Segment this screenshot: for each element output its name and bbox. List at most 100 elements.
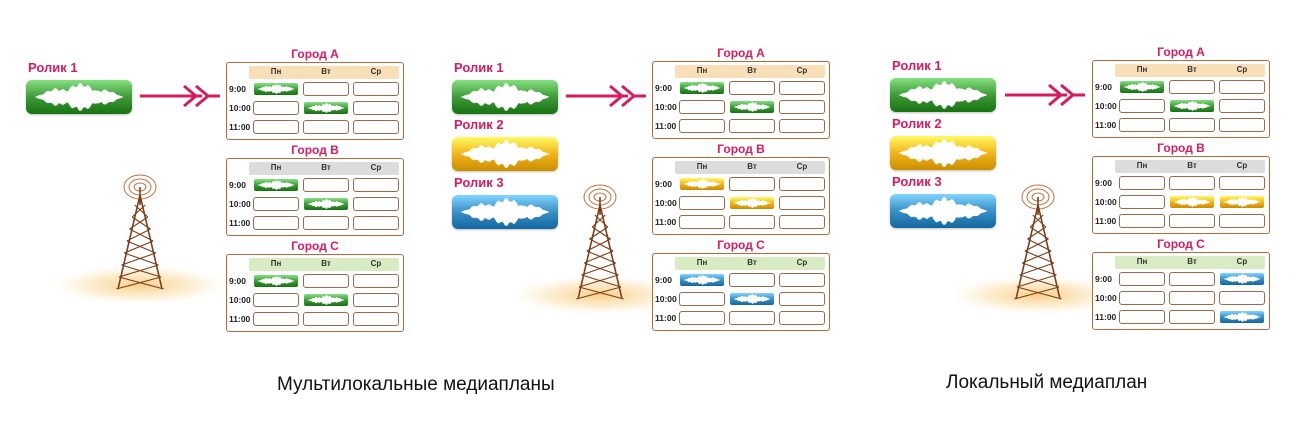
audio-spot-blue [890,194,996,228]
spot-label: Ролик 3 [892,174,942,189]
day-label: Пн [696,258,708,267]
schedule-cell [679,119,725,133]
time-label: 9:00 [1095,178,1113,188]
schedule-cell [679,215,725,229]
time-label: 11:00 [655,217,677,227]
caption-multilocal: Мультилокальные медиапланы [277,374,555,395]
time-label: 10:00 [655,102,677,112]
day-label: Вт [747,162,757,171]
schedule-cell [1119,291,1165,305]
day-label: Пн [1136,65,1148,74]
schedule-cell [353,312,399,326]
schedule-cell [679,196,725,210]
schedule-cell [779,273,825,287]
day-label: Ср [1236,65,1248,74]
schedule-cell-spot [253,274,299,288]
schedule-cell [253,120,299,134]
day-label: Вт [1187,257,1197,266]
day-label: Вт [1187,65,1197,74]
day-label: Ср [370,259,382,268]
schedule-cell [353,293,399,307]
schedule-cell [1119,118,1165,132]
schedule-cell [353,178,399,192]
audio-spot-green [890,78,996,112]
schedule-cell [353,216,399,230]
schedule-cell [1169,310,1215,324]
day-label: Ср [370,67,382,76]
schedule-cell [253,101,299,115]
time-label: 11:00 [1095,216,1117,226]
schedule-table: Пн Вт Ср 9:00 10:00 11:00 [652,253,830,331]
schedule-cell [353,120,399,134]
day-label: Вт [1187,161,1197,170]
schedule-cell-spot [303,101,349,115]
schedule-header [249,258,399,271]
schedule-cell-spot [303,197,349,211]
schedule-cell-spot [1169,195,1215,209]
schedule-header [249,162,399,175]
time-label: 10:00 [655,294,677,304]
schedule-cell [779,292,825,306]
schedule-cell-spot [1119,80,1165,94]
schedule-cell [679,292,725,306]
day-label: Пн [1136,161,1148,170]
schedule-cell [779,100,825,114]
schedule-cell [729,215,775,229]
schedule-cell-spot [729,100,775,114]
schedule-cell [679,311,725,325]
schedule-cell [779,177,825,191]
time-label: 11:00 [1095,120,1117,130]
schedule-header [675,65,825,78]
day-label: Вт [747,66,757,75]
time-label: 9:00 [655,275,673,285]
day-label: Пн [696,162,708,171]
schedule-cell [1219,214,1265,228]
day-label: Пн [270,259,282,268]
schedule-cell [1219,291,1265,305]
city-title: Город B [1157,141,1205,155]
radio-tower-icon [948,184,1128,315]
schedule-cell-spot [1219,272,1265,286]
schedule-cell [303,274,349,288]
schedule-cell [729,273,775,287]
schedule-cell [1169,118,1215,132]
radio-tower-icon [510,184,690,315]
time-label: 10:00 [655,198,677,208]
day-label: Пн [270,163,282,172]
audio-spot-yellow [452,137,558,171]
double-chevron-arrow-icon [566,84,646,108]
audio-spot-green [26,80,132,114]
time-label: 10:00 [1095,293,1117,303]
schedule-cell [253,216,299,230]
time-label: 9:00 [229,180,247,190]
schedule-cell-spot [253,82,299,96]
schedule-cell [1169,291,1215,305]
spot-label: Ролик 3 [454,175,504,190]
audio-spot-green [452,80,558,114]
schedule-cell [353,101,399,115]
schedule-cell-spot [303,293,349,307]
time-label: 11:00 [655,313,677,323]
schedule-header [1115,160,1265,173]
time-label: 9:00 [655,179,673,189]
schedule-cell [253,197,299,211]
day-label: Вт [747,258,757,267]
schedule-header [249,66,399,79]
day-label: Пн [1136,257,1148,266]
time-label: 10:00 [229,295,251,305]
schedule-cell [1119,176,1165,190]
time-label: 11:00 [229,314,251,324]
schedule-cell-spot [729,292,775,306]
day-label: Ср [796,258,808,267]
day-label: Вт [321,67,331,76]
schedule-cell [1169,214,1215,228]
schedule-cell [729,81,775,95]
schedule-cell [1219,99,1265,113]
time-label: 9:00 [655,83,673,93]
